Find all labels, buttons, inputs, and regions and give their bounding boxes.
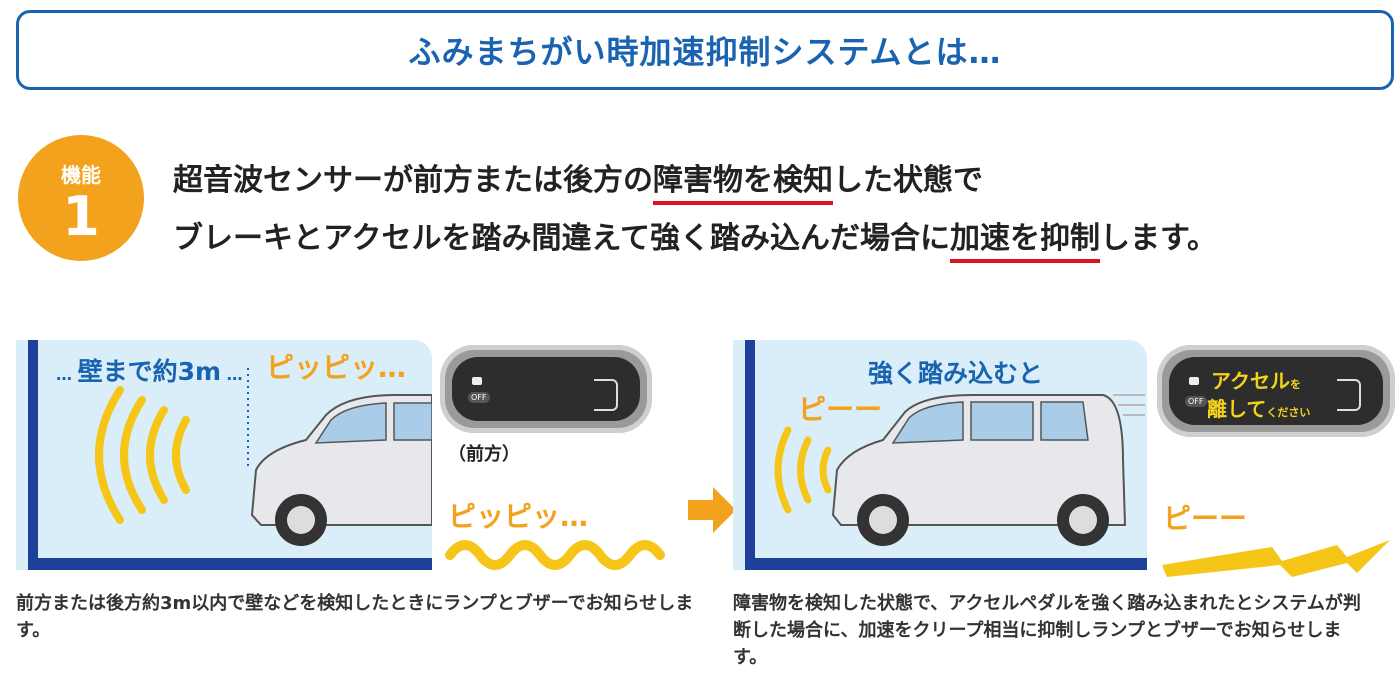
description-right: 障害物を検知した状態で、アクセルペダルを強く踏み込まれたとシステムが判断した場合… <box>733 593 1361 668</box>
right-scene-art <box>774 394 1145 546</box>
right-meter-display: OFF アクセルを 離してください <box>1157 345 1395 437</box>
badge-number: 1 <box>62 185 100 248</box>
page-title: ふみまちがい時加速抑制システムとは… <box>408 33 1002 71</box>
headline-line-1: 超音波センサーが前方または後方の障害物を検知した状態で <box>173 155 983 205</box>
left-scene-art <box>95 368 432 546</box>
left-scene-panel: … 壁まで約3m … ピッピッ… <box>16 340 432 570</box>
car-icon <box>250 394 432 546</box>
title-box: ふみまちがい時加速抑制システムとは… <box>16 10 1394 90</box>
meter-message-line-1: アクセルを <box>1211 369 1301 393</box>
sound-wave-icon <box>774 426 832 514</box>
sensor-icon <box>1337 379 1361 411</box>
arrow-right-icon <box>688 487 736 533</box>
headline-2b: します。 <box>1100 221 1217 256</box>
floor-line <box>28 558 432 570</box>
front-label: （前方） <box>448 444 520 465</box>
car-icon <box>831 394 1127 546</box>
beep-wave-icon <box>445 540 665 570</box>
left-meter-display: OFF <box>440 345 652 433</box>
press-caption: 強く踏み込むと <box>868 359 1044 388</box>
lightning-icon <box>1162 540 1390 577</box>
headline-2a: ブレーキとアクセルを踏み間違えて強く踏み込んだ場合に <box>173 221 950 256</box>
headline-1a: 超音波センサーが前方または後方の <box>173 163 653 198</box>
beep-bottom-right: ピーー <box>1163 502 1248 535</box>
meter-message-line-2: 離してください <box>1207 397 1311 421</box>
meter-off-label: OFF <box>1185 396 1207 407</box>
feature-badge: 機能 1 <box>18 135 144 261</box>
meter-off-label: OFF <box>468 392 490 403</box>
right-scene-panel: 強く踏み込むと ピーー <box>733 340 1147 570</box>
sound-wave-icon <box>95 386 190 524</box>
wall-vertical <box>745 340 755 558</box>
description-left: 前方または後方約3m以内で壁などを検知したときにランプとブザーでお知らせします。 <box>16 593 694 641</box>
headline-line-2: ブレーキとアクセルを踏み間違えて強く踏み込んだ場合に加速を抑制します。 <box>173 213 1217 263</box>
wall-vertical <box>28 340 38 558</box>
beep-bottom-left: ピッピッ… <box>448 500 589 533</box>
beep-top-left: ピッピッ… <box>266 351 407 384</box>
distance-label: … 壁まで約3m … <box>56 357 243 386</box>
headline-1-underlined: 障害物を検知 <box>653 163 833 205</box>
lamp-icon <box>472 377 482 385</box>
lamp-icon <box>1189 377 1199 385</box>
sensor-icon <box>594 379 618 411</box>
headline-2-underlined: 加速を抑制 <box>950 221 1100 263</box>
badge-label: 機能 <box>61 163 101 187</box>
headline-1b: した状態で <box>833 163 983 198</box>
floor-line <box>745 558 1147 570</box>
beep-top-right: ピーー <box>798 393 883 426</box>
